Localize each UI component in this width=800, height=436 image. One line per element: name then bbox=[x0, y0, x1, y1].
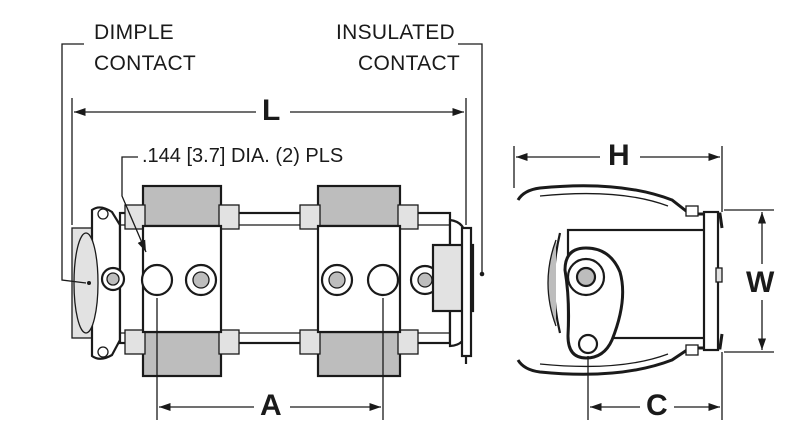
dimple-contact-label-line1: DIMPLE bbox=[94, 21, 174, 44]
dimension-L-label: L bbox=[262, 94, 281, 127]
right-clip-ear-tl bbox=[299, 204, 321, 230]
hole-inner-3 bbox=[328, 271, 346, 289]
insulated-contact-label-line1: INSULATED bbox=[336, 21, 455, 44]
tab-top bbox=[685, 205, 699, 217]
leader-lines bbox=[61, 43, 774, 420]
insulated-leader bbox=[458, 43, 483, 272]
left-clip-top bbox=[141, 184, 223, 228]
mounting-hole-right bbox=[366, 263, 400, 297]
contact-rivet bbox=[577, 333, 599, 355]
dimple-contact-label-line2: CONTACT bbox=[94, 52, 197, 75]
left-clip-ear-tl bbox=[124, 204, 146, 230]
tab-side bbox=[715, 267, 723, 283]
dimension-lines bbox=[74, 107, 767, 412]
dimple-leader-dot bbox=[87, 281, 91, 285]
end-view bbox=[516, 184, 724, 376]
insulated-contact-plate bbox=[460, 226, 473, 358]
spring-contact-upper bbox=[516, 184, 724, 229]
dimension-A-label: A bbox=[260, 389, 282, 422]
right-clip-ear-bl bbox=[299, 329, 321, 355]
side-view bbox=[71, 184, 475, 378]
hole-inner-4 bbox=[417, 272, 433, 288]
dimple-leader bbox=[61, 43, 87, 284]
hole-inner-1 bbox=[106, 272, 120, 286]
left-clip-ear-br bbox=[218, 329, 240, 355]
mounting-hole-left bbox=[140, 263, 174, 297]
contact-ring-inner bbox=[575, 266, 597, 288]
left-clip-ear-bl bbox=[124, 329, 146, 355]
spring-contact-upper-inner bbox=[539, 192, 669, 207]
hole-inner-2 bbox=[192, 271, 210, 289]
rivet-bottom-left bbox=[97, 346, 109, 358]
right-clip-top bbox=[316, 184, 402, 228]
right-clip-ear-tr bbox=[397, 204, 419, 230]
spring-contact-lower bbox=[516, 333, 724, 376]
left-clip-bottom bbox=[141, 330, 223, 378]
right-clip-ear-br bbox=[397, 329, 419, 355]
hole-diameter-note: .144 [3.7] DIA. (2) PLS bbox=[142, 145, 344, 167]
insulated-contact-label-line2: CONTACT bbox=[358, 52, 461, 75]
end-view-curve-shade bbox=[547, 239, 557, 327]
hole-note-leader bbox=[121, 156, 147, 253]
spring-contact-lower-inner bbox=[539, 353, 669, 368]
right-clip-bottom bbox=[316, 330, 402, 378]
tab-bottom bbox=[685, 344, 699, 356]
dimension-H-label: H bbox=[608, 139, 630, 172]
rivet-top-left bbox=[97, 208, 109, 220]
insulated-leader-dot bbox=[479, 271, 485, 277]
dimension-C-label: C bbox=[646, 389, 668, 422]
dimension-W-label: W bbox=[746, 266, 775, 299]
left-clip-ear-tr bbox=[218, 204, 240, 230]
